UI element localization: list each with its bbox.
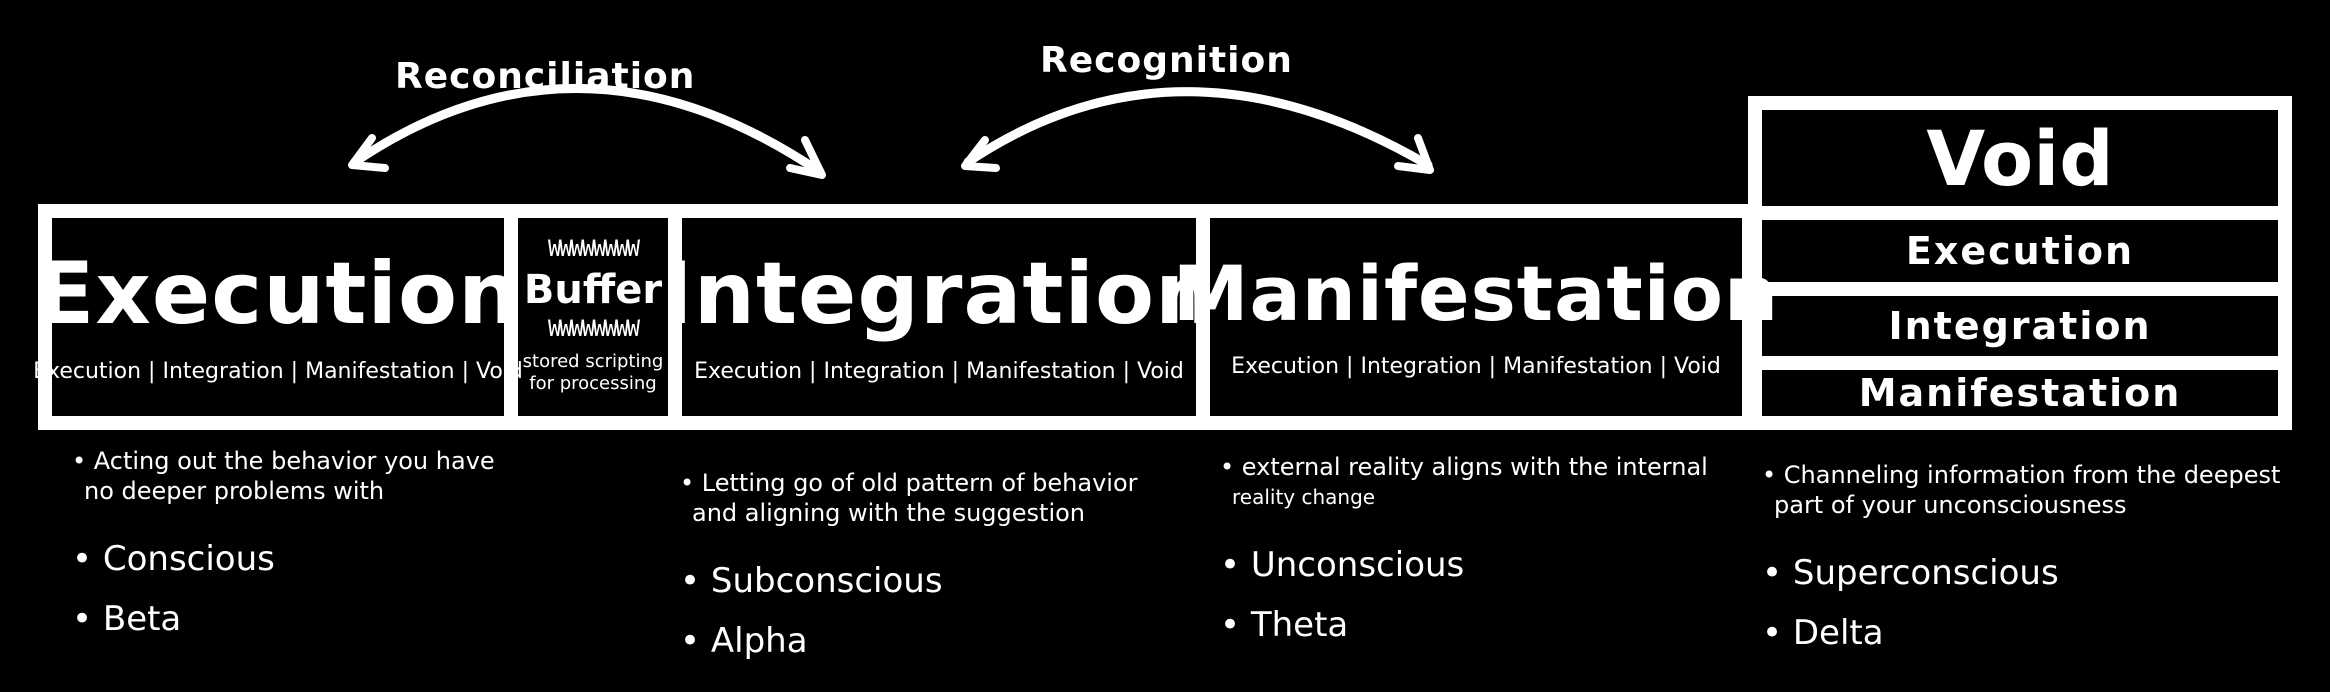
void-item-manifestation: Manifestation bbox=[1858, 371, 2182, 415]
execution-level: • Conscious bbox=[72, 539, 275, 579]
integration-cell: Integration Execution | Integration | Ma… bbox=[661, 218, 1217, 416]
reconciliation-arrowhead-left bbox=[348, 134, 389, 172]
integration-level: • Subconscious bbox=[680, 561, 943, 601]
manifestation-desc-line1: • external reality aligns with the inter… bbox=[1220, 453, 1708, 481]
execution-desc-line2: no deeper problems with bbox=[84, 477, 385, 505]
manifestation-title: Manifestation bbox=[1172, 248, 1780, 338]
void-desc-line2: part of your unconsciousness bbox=[1774, 491, 2127, 519]
buffer-sub-line1: stored scripting bbox=[522, 351, 664, 372]
manifestation-cell: Manifestation Execution | Integration | … bbox=[1173, 218, 1778, 416]
manifestation-desc-line2: reality change bbox=[1232, 485, 1376, 509]
execution-sub: Execution | Integration | Manifestation … bbox=[33, 358, 523, 384]
reconciliation-arrowhead-right bbox=[786, 136, 826, 179]
manifestation-sub: Execution | Integration | Manifestation … bbox=[1231, 353, 1721, 379]
buffer-title: Buffer bbox=[523, 267, 663, 313]
execution-wave: • Beta bbox=[72, 599, 182, 639]
divider-execution-buffer bbox=[504, 204, 518, 430]
execution-cell: Execution Execution | Integration | Mani… bbox=[33, 218, 523, 416]
manifestation-wave: • Theta bbox=[1220, 605, 1349, 645]
integration-desc-line1: • Letting go of old pattern of behavior bbox=[680, 469, 1138, 497]
void-divider-2 bbox=[1762, 282, 2278, 296]
buffer-zigzag-bottom: WWWWWWWW bbox=[548, 317, 640, 342]
integration-wave: • Alpha bbox=[680, 621, 808, 661]
divider-buffer-integration bbox=[668, 204, 682, 430]
reconciliation-arrow bbox=[350, 84, 825, 177]
execution-desc-line1: • Acting out the behavior you have bbox=[72, 447, 495, 475]
manifestation-level: • Unconscious bbox=[1220, 545, 1465, 585]
stages-frame bbox=[38, 204, 1756, 430]
void-divider-3 bbox=[1762, 356, 2278, 370]
integration-title: Integration bbox=[660, 243, 1218, 344]
execution-title: Execution bbox=[35, 243, 521, 344]
void-item-integration: Integration bbox=[1888, 304, 2152, 348]
void-box bbox=[1748, 96, 2292, 430]
void-title: Void bbox=[1926, 113, 2114, 203]
void-notes: • Channeling information from the deepes… bbox=[1762, 460, 2280, 678]
manifestation-notes: • external reality aligns with the inter… bbox=[1220, 452, 1708, 670]
recognition-label: Recognition bbox=[1040, 40, 1293, 81]
buffer-zigzag-top: WWWWWWWW bbox=[548, 237, 640, 262]
integration-desc-line2: and aligning with the suggestion bbox=[692, 499, 1085, 527]
buffer-sub-line2: for processing bbox=[529, 373, 657, 394]
void-desc-line1: • Channeling information from the deepes… bbox=[1762, 461, 2281, 489]
recognition-arrow bbox=[963, 87, 1433, 170]
execution-notes: • Acting out the behavior you have no de… bbox=[72, 446, 495, 664]
recognition-arrowhead-left bbox=[961, 136, 1000, 172]
reconciliation-label: Reconciliation bbox=[395, 56, 696, 97]
buffer-cell: WWWWWWWW Buffer WWWWWWWW stored scriptin… bbox=[518, 218, 668, 416]
void-level: • Superconscious bbox=[1762, 553, 2059, 593]
void-divider-1 bbox=[1762, 206, 2278, 220]
recognition-arrowhead-right bbox=[1394, 134, 1434, 174]
integration-notes: • Letting go of old pattern of behavior … bbox=[680, 468, 1138, 686]
integration-sub: Execution | Integration | Manifestation … bbox=[694, 358, 1184, 384]
void-wave: • Delta bbox=[1762, 613, 1884, 653]
void-item-execution: Execution bbox=[1905, 229, 2135, 273]
divider-integration-manifestation bbox=[1196, 204, 1210, 430]
